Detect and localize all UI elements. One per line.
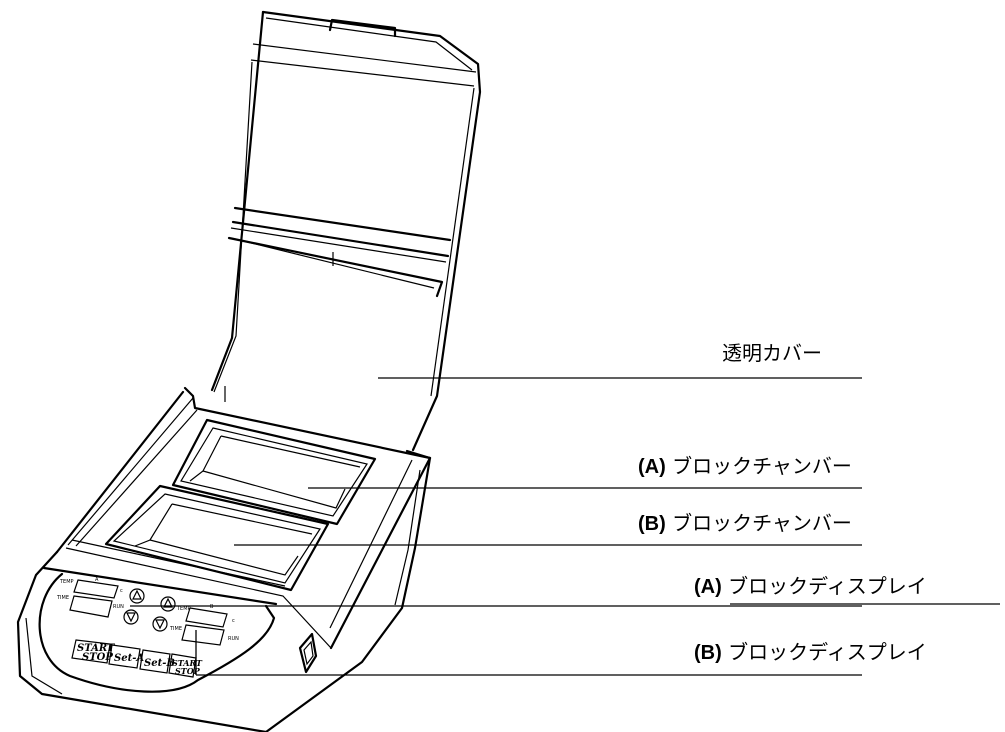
celsius-label-b: c <box>232 618 235 624</box>
set-b-button[interactable]: Set-B <box>139 649 175 674</box>
down-button-a[interactable] <box>123 609 139 625</box>
label-display-b-text: ブロックディスプレイ <box>728 640 927 664</box>
block-chamber-b <box>104 484 330 592</box>
label-chamber-b: (B) ブロックチャンバー <box>638 507 852 536</box>
label-cover: 透明カバー <box>722 341 822 365</box>
label-chamber-a-prefix: (A) <box>638 456 666 478</box>
display-a-header: A <box>95 577 99 583</box>
temp-label-a: TEMP <box>59 579 74 585</box>
arrow-down-icon <box>126 612 136 623</box>
block-chamber-a <box>171 418 377 526</box>
temp-label-b: TEMP <box>176 606 191 612</box>
up-button-a[interactable] <box>129 588 145 604</box>
time-label-a: TIME <box>56 595 69 601</box>
label-chamber-b-text: ブロックチャンバー <box>672 511 852 535</box>
display-b-header: B <box>210 604 214 610</box>
run-label-b: RUN <box>228 636 239 642</box>
start-stop-button-a[interactable]: START STOP <box>71 639 116 664</box>
run-label-a: RUN <box>113 604 124 610</box>
display-a: TEMP TIME A RUN c <box>56 577 124 618</box>
celsius-label-a: c <box>120 588 123 594</box>
display-b: TEMP TIME B RUN c <box>169 604 239 646</box>
arrow-up-icon <box>132 589 142 600</box>
label-chamber-a-text: ブロックチャンバー <box>672 454 852 478</box>
stop-label-b: STOP <box>175 666 201 676</box>
label-display-a-text: ブロックディスプレイ <box>728 574 927 598</box>
set-b-label: Set-B <box>144 658 175 669</box>
start-stop-button-b[interactable]: START STOP <box>168 653 203 678</box>
stop-label-a: STOP <box>82 652 113 663</box>
label-display-a: (A) ブロックディスプレイ <box>694 570 927 599</box>
transparent-cover <box>210 10 482 452</box>
up-button-b[interactable] <box>160 596 176 612</box>
time-label-b: TIME <box>169 626 182 632</box>
label-chamber-b-prefix: (B) <box>638 513 666 535</box>
start-label-a: START <box>77 643 116 654</box>
start-label-b: START <box>172 658 203 668</box>
set-a-label: Set-A <box>114 653 144 664</box>
label-display-a-prefix: (A) <box>694 576 722 598</box>
arrow-up-icon <box>163 597 173 608</box>
arrow-down-icon <box>155 619 165 630</box>
down-button-b[interactable] <box>152 616 168 632</box>
label-display-b: (B) ブロックディスプレイ <box>694 636 927 665</box>
label-chamber-a: (A) ブロックチャンバー <box>638 450 852 479</box>
set-a-button[interactable]: Set-A <box>108 644 144 669</box>
control-panel: TEMP TIME A RUN c TEMP TIME <box>38 572 276 693</box>
label-display-b-prefix: (B) <box>694 642 722 664</box>
